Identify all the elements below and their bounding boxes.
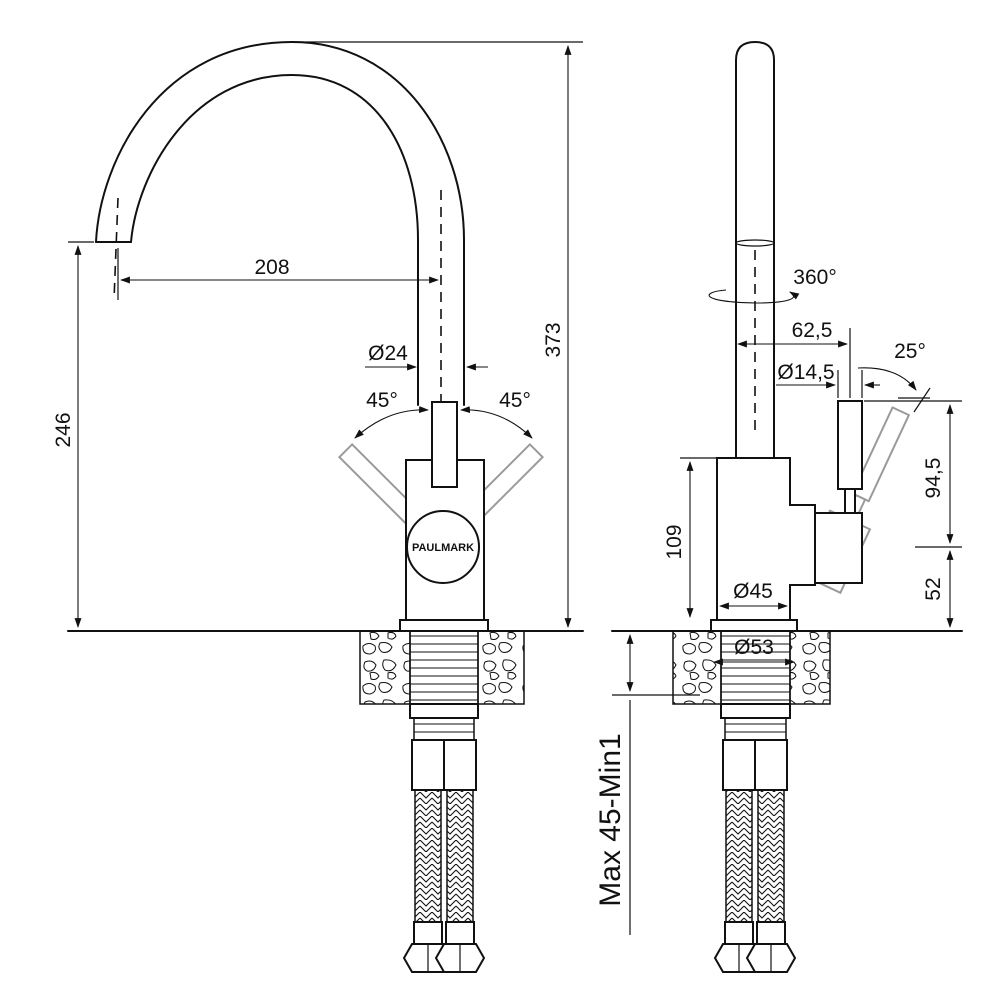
base-ring-side [710,619,798,632]
swivel-joint [735,239,775,247]
brand-logo: PAULMARK [412,542,474,554]
angle-arc-left [354,406,429,439]
handle-cartridge-side [814,512,863,584]
spout-outer [95,41,465,406]
handle-side [837,400,863,490]
spout-centerline [113,197,119,301]
angle-arc-right [460,406,533,439]
dim-label-62-5: 62,5 [792,319,833,342]
brand-medallion [406,510,480,584]
front-view: PAULMARK 208 Ø24 [52,41,584,973]
handle-front [431,401,458,488]
hoses-front [402,739,486,973]
threaded-shank-side [720,630,791,705]
dim-label-94-5: 94,5 [922,458,945,499]
dim-label-373: 373 [542,322,565,357]
dim-label-52: 52 [922,577,945,600]
side-view: 360° [594,41,963,973]
dim-label-countertop: Max 45-Min1 [594,733,627,906]
angle-label-right: 45° [499,389,531,412]
countertop-section-left [359,630,411,705]
nut-side [720,703,791,719]
countertop-section-side-left [672,630,722,705]
rotation-arrow [708,289,800,304]
dim-label-d45: Ø45 [733,580,773,603]
countertop-section-right [477,630,525,705]
countertop-section-side-right [789,630,831,705]
washer-side [724,717,787,741]
angle-arc-25 [857,367,917,391]
threaded-shank-front [409,630,479,705]
dim-label-109: 109 [663,524,686,559]
hoses-side [713,739,797,973]
dim-label-246: 246 [52,412,75,447]
handle-stem-side [844,488,856,514]
washer-front [413,717,475,741]
spout-side [735,41,775,459]
dim-label-d14-5: Ø14,5 [777,361,834,384]
angle-label-25: 25° [894,340,926,363]
nut-front [409,703,479,719]
spout-inner [130,74,419,406]
dim-label-d53: Ø53 [734,636,774,659]
dim-label-208: 208 [254,256,289,279]
base-ring-front [399,619,489,632]
rotation-label: 360° [793,266,836,289]
dim-label-d24: Ø24 [368,342,408,365]
angle-label-left: 45° [366,389,398,412]
